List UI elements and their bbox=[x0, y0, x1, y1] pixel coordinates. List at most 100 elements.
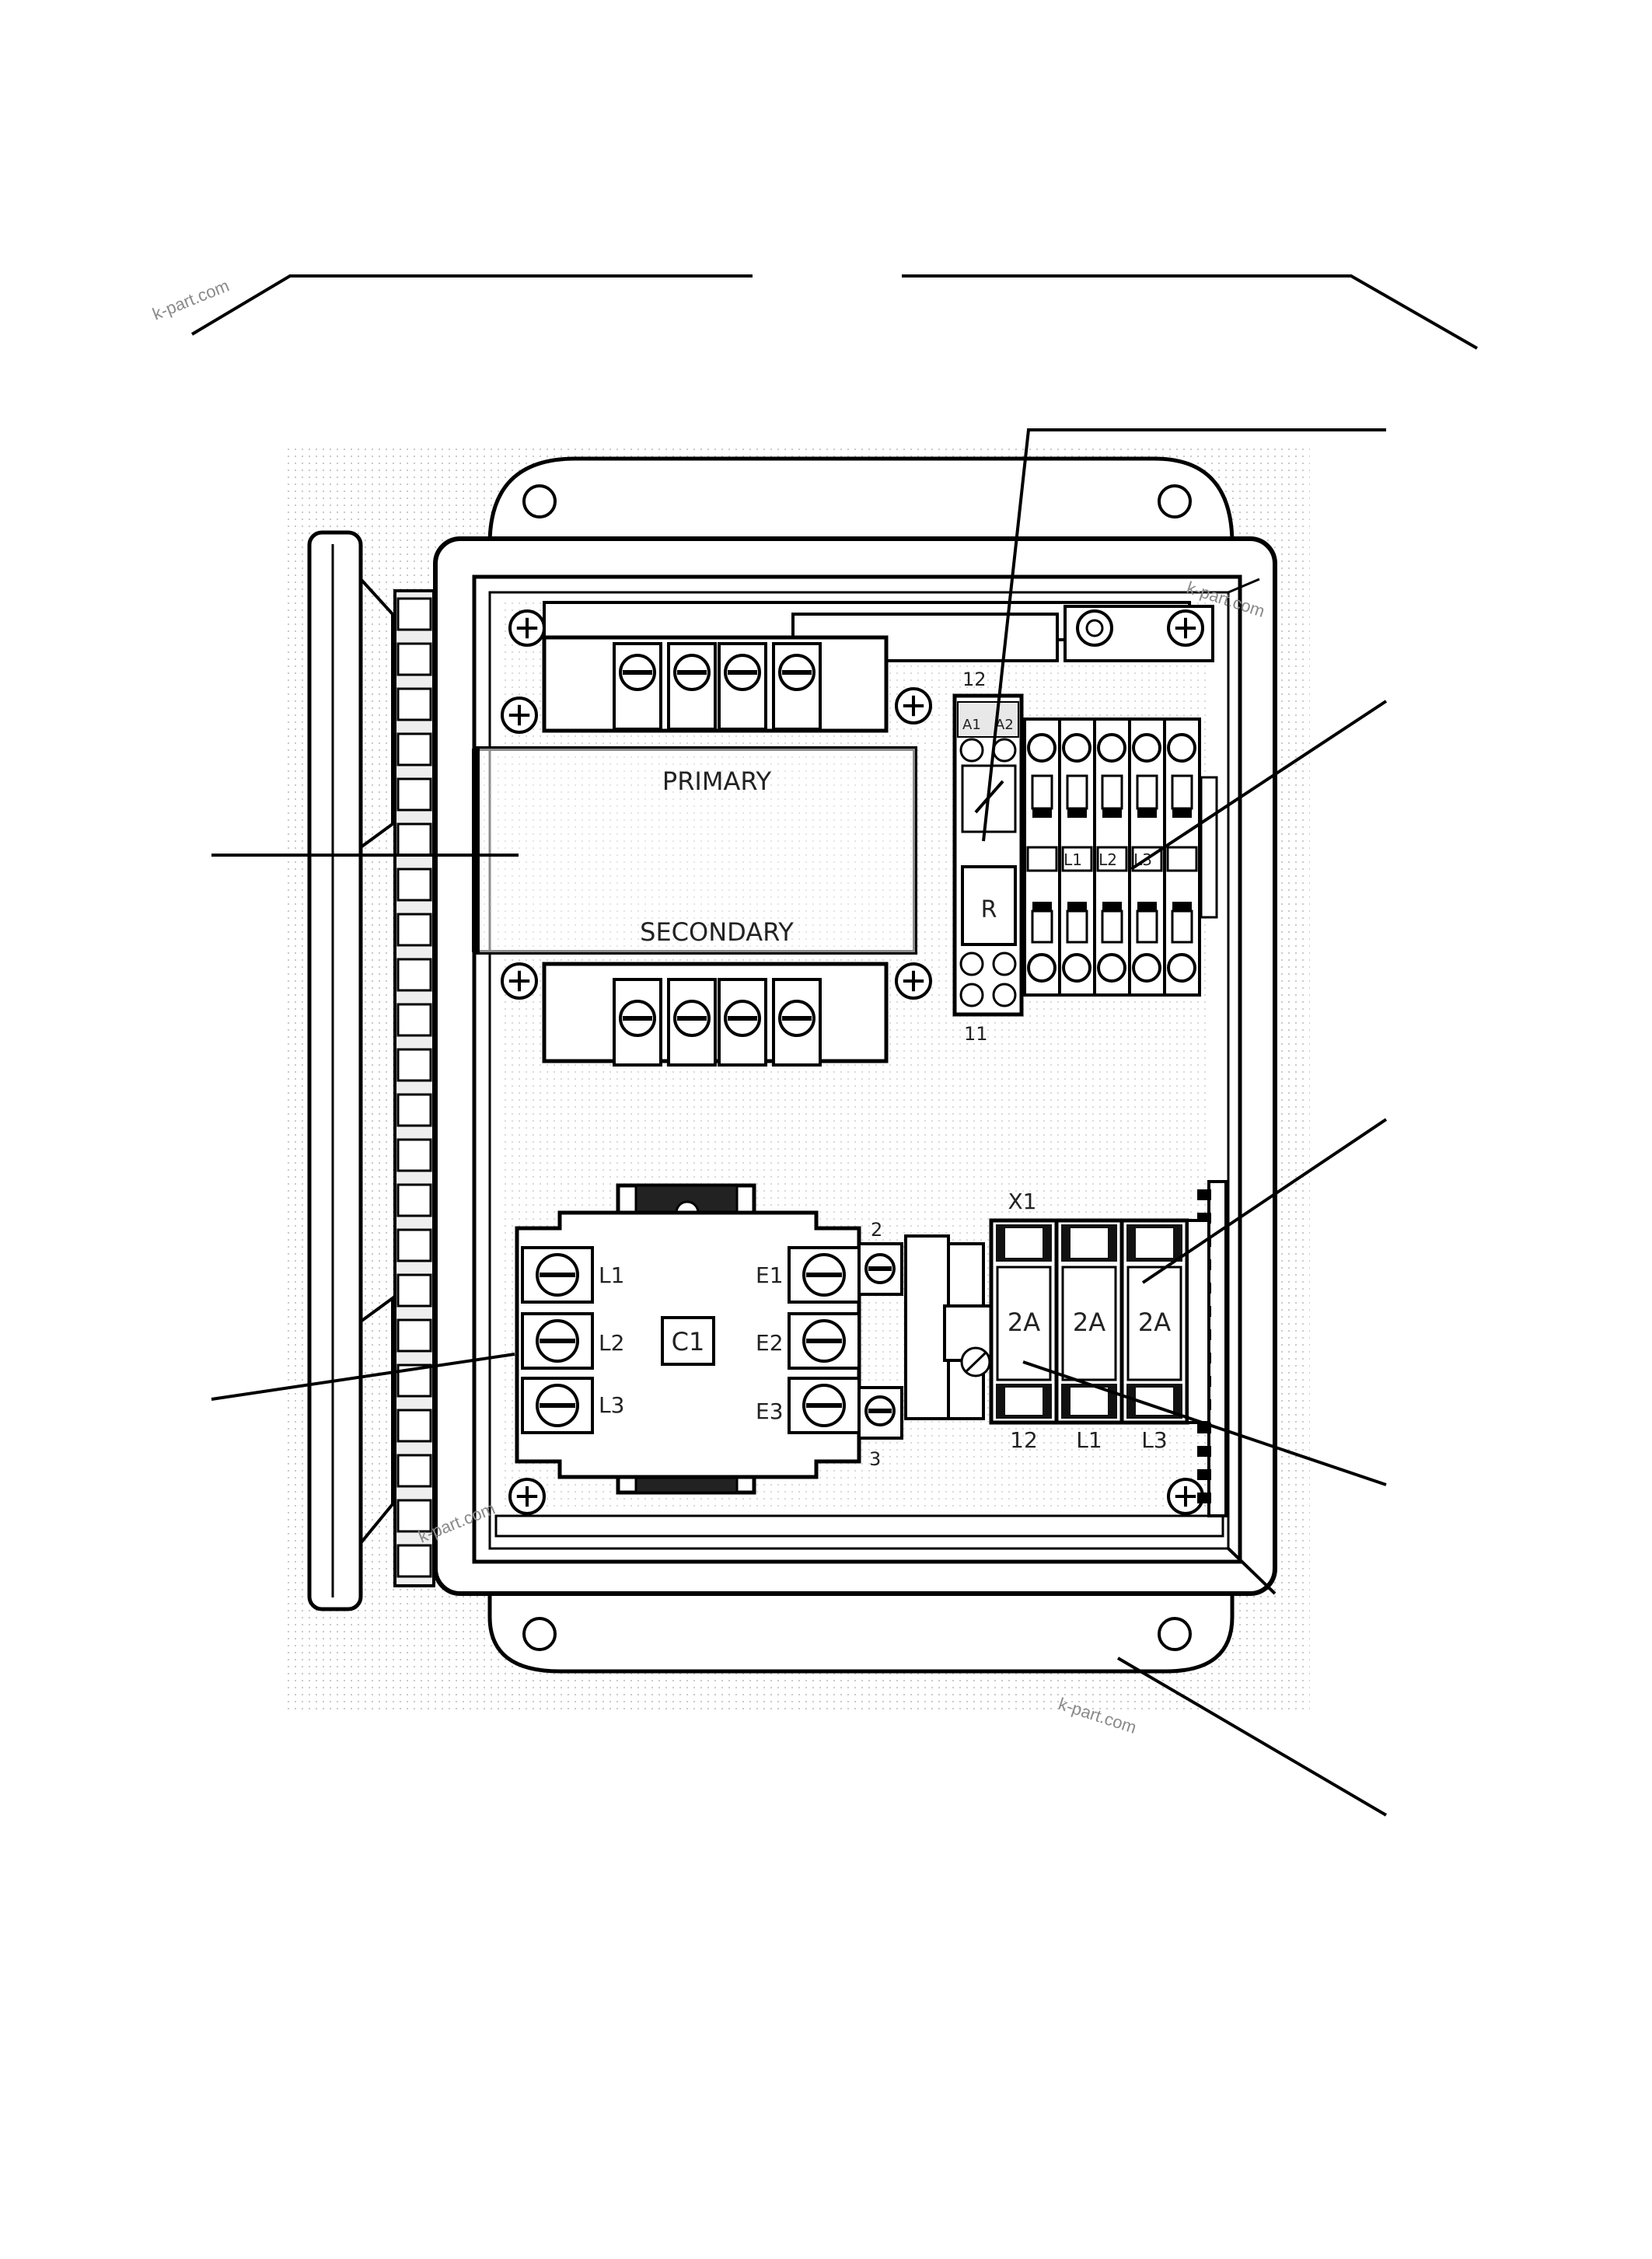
transformer-terminals bbox=[613, 642, 822, 1067]
terminal-bar bbox=[1137, 902, 1157, 911]
relay-coil-a1: A1 bbox=[962, 717, 981, 733]
terminal-screw-icon bbox=[619, 1000, 656, 1037]
terminal-clamp bbox=[1171, 774, 1193, 810]
terminal-screw-icon bbox=[724, 1000, 761, 1037]
relay-bottom-number: 11 bbox=[964, 1023, 988, 1045]
hinge-knuckle bbox=[396, 1273, 432, 1308]
relay-r-box bbox=[961, 865, 1017, 946]
terminal-marker bbox=[1026, 846, 1058, 872]
terminal-screw-icon bbox=[673, 654, 711, 691]
hinge-knuckle bbox=[396, 1409, 432, 1443]
mounting-hole-bottom-right bbox=[1158, 1617, 1192, 1651]
fuse-bottom-label-1: 12 bbox=[1010, 1427, 1038, 1453]
leader-fuse bbox=[1022, 1360, 1387, 1486]
terminal-bar bbox=[1067, 808, 1087, 818]
terminal-screw-icon bbox=[1097, 953, 1126, 983]
terminal-screw-icon bbox=[1062, 953, 1091, 983]
screw-icon bbox=[1167, 609, 1204, 647]
terminal-screw-icon bbox=[778, 654, 816, 691]
terminal-bar bbox=[1032, 902, 1052, 911]
terminal-screw-icon bbox=[778, 1000, 816, 1037]
top-mounting-flange bbox=[487, 456, 1235, 545]
callout-leader-lines bbox=[211, 428, 1388, 1817]
terminal-screw-icon bbox=[1027, 953, 1057, 983]
hinge-knuckle bbox=[396, 687, 432, 721]
terminal-screw-icon bbox=[619, 654, 656, 691]
din-rail-notch bbox=[1197, 1446, 1211, 1457]
contactor-terminal-e2: E2 bbox=[756, 1330, 784, 1356]
terminal-clamp bbox=[1031, 910, 1053, 944]
contactor-terminal-l2: L2 bbox=[599, 1330, 624, 1356]
fuse-top-window bbox=[1070, 1228, 1108, 1258]
terminal-block bbox=[1023, 718, 1218, 997]
pilot-light bbox=[1076, 609, 1113, 647]
fuse-holder-id: X1 bbox=[1008, 1189, 1037, 1214]
hinge-knuckle bbox=[396, 642, 432, 676]
terminal-screw-icon bbox=[1097, 733, 1126, 763]
contactor-screw-icon bbox=[536, 1319, 579, 1363]
contactor-terminal-e3: E3 bbox=[756, 1398, 784, 1424]
contactor-screw-icon bbox=[802, 1384, 846, 1427]
hinge-knuckle bbox=[396, 1183, 432, 1217]
fuse-top-window bbox=[1136, 1228, 1173, 1258]
mounting-hole-top-right bbox=[1158, 484, 1192, 518]
leader-enclosure bbox=[1116, 1657, 1388, 1817]
screw-icon bbox=[501, 697, 538, 734]
screw-icon bbox=[508, 609, 546, 647]
contactor-screw-icon bbox=[802, 1253, 846, 1297]
terminal-clamp bbox=[1031, 774, 1053, 810]
hinge-knuckle bbox=[396, 1003, 432, 1037]
terminal-clamp bbox=[1066, 910, 1088, 944]
fuse-holder bbox=[989, 1218, 1210, 1425]
hinge-knuckle bbox=[396, 1093, 432, 1127]
din-rail-notch bbox=[1197, 1189, 1211, 1200]
terminal-clamp bbox=[1136, 910, 1158, 944]
contactor-fuse-bracket bbox=[904, 1234, 993, 1420]
terminal-screw-icon bbox=[1132, 733, 1161, 763]
terminal-bar bbox=[1172, 902, 1192, 911]
fuse-cartridge bbox=[1061, 1266, 1117, 1381]
contactor-c1-box bbox=[661, 1316, 715, 1366]
terminal-bar bbox=[1137, 808, 1157, 818]
terminal-screw-icon bbox=[1167, 953, 1196, 983]
terminal-screw-icon bbox=[1132, 953, 1161, 983]
leader-relay bbox=[982, 428, 1386, 842]
terminal-clamp bbox=[1136, 774, 1158, 810]
screw-icon bbox=[501, 962, 538, 1000]
din-rail-notch bbox=[1197, 1493, 1211, 1503]
control-relay bbox=[952, 693, 1024, 1017]
fuse-rating-1: 2A bbox=[1008, 1308, 1040, 1337]
hinge-knuckle bbox=[396, 777, 432, 812]
leader-contactor bbox=[211, 1353, 515, 1401]
fuse-bottom-label-2: L1 bbox=[1076, 1427, 1102, 1453]
screw-icon bbox=[895, 962, 932, 1000]
leader-fuse-holder bbox=[1141, 1118, 1388, 1284]
hinge-knuckle bbox=[396, 1499, 432, 1533]
terminal-bar bbox=[1102, 808, 1122, 818]
terminal-screw-icon bbox=[1167, 733, 1196, 763]
contactor-screw-icon bbox=[536, 1253, 579, 1297]
leader-terminal-block bbox=[1130, 700, 1388, 871]
contactor-id: C1 bbox=[672, 1327, 705, 1356]
fuse-rating-3: 2A bbox=[1138, 1308, 1171, 1337]
relay-top-number: 12 bbox=[962, 669, 987, 690]
hinge-knuckle bbox=[396, 1544, 432, 1578]
contactor-screw-icon bbox=[536, 1384, 579, 1427]
terminal-bar bbox=[1172, 808, 1192, 818]
terminal-marker bbox=[1096, 846, 1128, 872]
terminal-marker bbox=[1061, 846, 1093, 872]
contactor-terminal-l1: L1 bbox=[599, 1262, 624, 1288]
fuse-bottom-window bbox=[1070, 1388, 1108, 1415]
contactor-aux-top: 2 bbox=[871, 1219, 882, 1241]
corner-screws bbox=[501, 609, 1204, 1515]
terminal-label-2: L2 bbox=[1098, 850, 1117, 869]
hinge-knuckle bbox=[396, 1048, 432, 1082]
terminal-screw-icon bbox=[724, 654, 761, 691]
aux-screw-icon bbox=[864, 1395, 896, 1426]
terminal-screw-icon bbox=[1027, 733, 1057, 763]
contactor-terminal-e1: E1 bbox=[756, 1262, 784, 1288]
fuse-rating-2: 2A bbox=[1073, 1308, 1105, 1337]
fuse-top-window bbox=[1005, 1228, 1043, 1258]
fuse-bottom-window bbox=[1005, 1388, 1043, 1415]
